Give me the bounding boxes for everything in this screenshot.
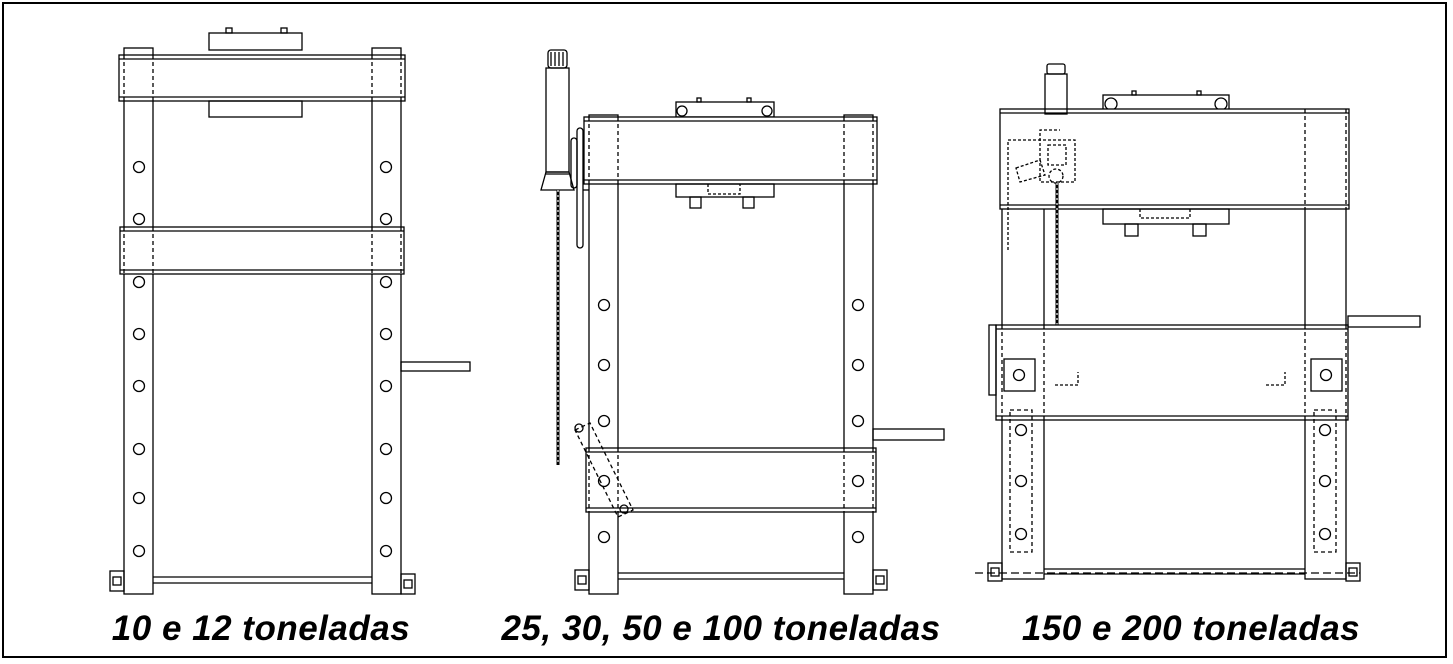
- ram-plate: [208, 100, 303, 118]
- caption-25-100-ton: 25, 30, 50 e 100 toneladas: [501, 609, 941, 648]
- caption-10-12-ton: 10 e 12 toneladas: [111, 609, 411, 648]
- ram-plate: [675, 183, 775, 198]
- pump-handle: [400, 361, 471, 372]
- right-upright: [371, 47, 402, 595]
- press-150-200-ton: [975, 63, 1421, 582]
- top-crossbeam: [583, 116, 878, 185]
- ram-plate: [1102, 208, 1230, 225]
- pin-holes: [132, 160, 393, 558]
- top-plate: [675, 101, 775, 118]
- pump-cylinder: [540, 49, 589, 249]
- right-upright: [843, 114, 874, 595]
- top-plate: [208, 32, 303, 51]
- caption-150-200-ton: 150 e 200 toneladas: [1021, 609, 1361, 648]
- top-crossbeam: [118, 54, 406, 102]
- left-upright: [588, 114, 619, 595]
- pin-holes: [1014, 423, 1332, 541]
- left-upright: [123, 47, 154, 595]
- pump-handle: [1347, 315, 1421, 328]
- press-10-12-ton: [109, 27, 471, 595]
- bed-crossbeam: [585, 447, 877, 513]
- pin-holes: [597, 298, 865, 544]
- bed-crossbeam: [119, 226, 405, 275]
- pump-handle: [872, 428, 945, 441]
- press-25-100-ton: [540, 49, 945, 595]
- top-crossbeam: [999, 108, 1350, 210]
- bed-crossbeam: [995, 324, 1349, 421]
